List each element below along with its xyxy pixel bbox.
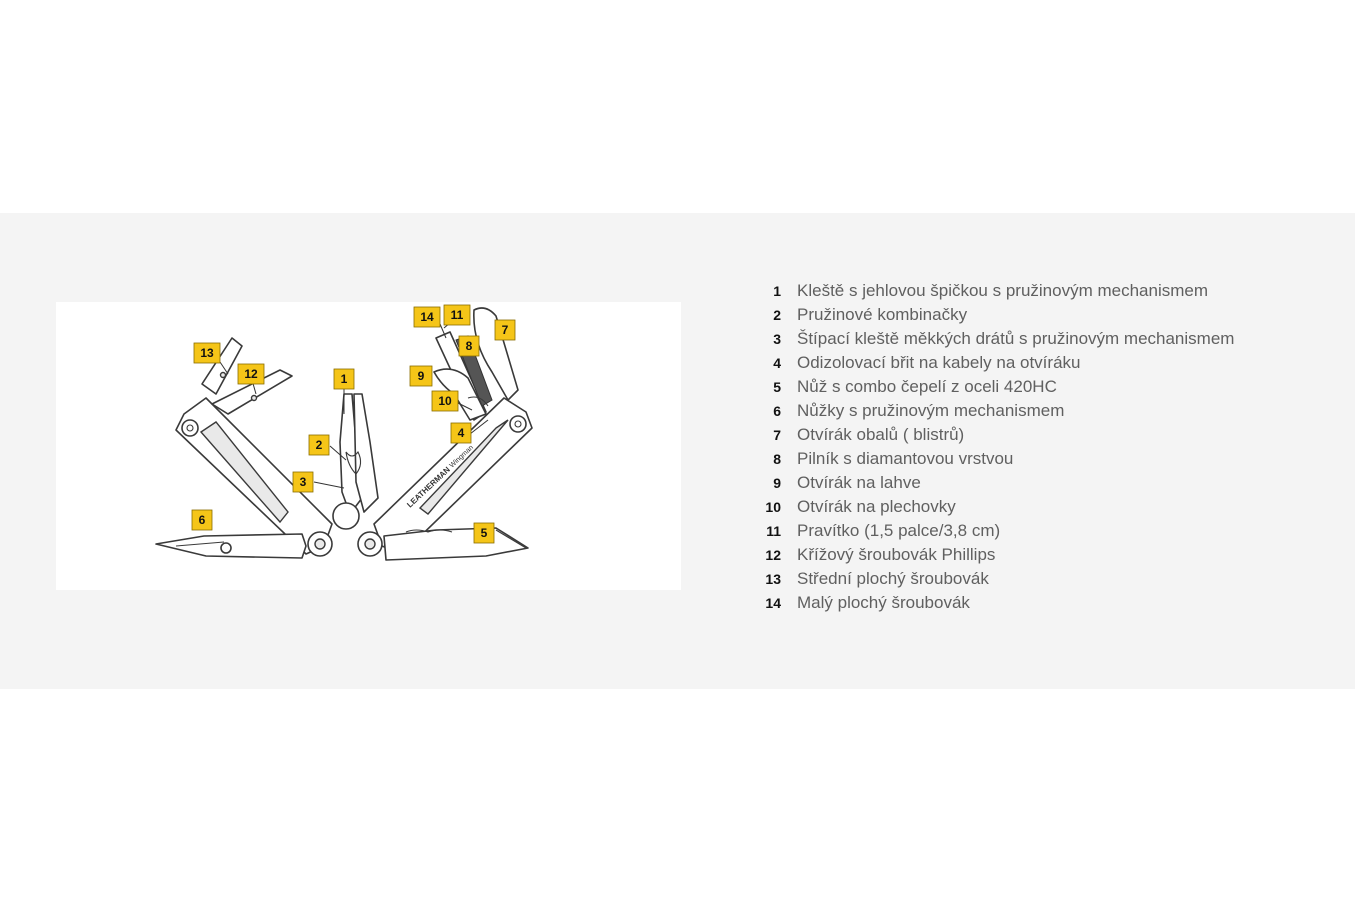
legend-number: 10 bbox=[765, 499, 781, 515]
svg-text:11: 11 bbox=[451, 308, 464, 322]
legend-number: 7 bbox=[773, 427, 781, 443]
callout-10: 10 bbox=[431, 390, 459, 412]
svg-text:1: 1 bbox=[341, 372, 348, 386]
right-handle: LEATHERMAN Wingman bbox=[373, 397, 533, 555]
legend-item: 12 Křížový šroubovák Phillips bbox=[760, 543, 1234, 567]
legend-label: Pilník s diamantovou vrstvou bbox=[797, 449, 1014, 468]
callout-8: 8 bbox=[458, 335, 480, 357]
legend-label: Otvírák obalů ( blistrů) bbox=[797, 425, 965, 444]
legend-item: 7 Otvírák obalů ( blistrů) bbox=[760, 423, 1234, 447]
legend-label: Otvírák na plechovky bbox=[797, 497, 956, 516]
legend-item: 13 Střední plochý šroubovák bbox=[760, 567, 1234, 591]
svg-text:7: 7 bbox=[502, 323, 509, 337]
legend-label: Otvírák na lahve bbox=[797, 473, 921, 492]
legend-item: 4 Odizolovací břit na kabely na otvíráku bbox=[760, 351, 1234, 375]
svg-text:14: 14 bbox=[420, 310, 434, 324]
svg-text:3: 3 bbox=[300, 475, 307, 489]
legend-item: 1 Kleště s jehlovou špičkou s pružinovým … bbox=[760, 279, 1234, 303]
svg-text:9: 9 bbox=[418, 369, 425, 383]
callout-5: 5 bbox=[473, 522, 495, 544]
callout-7: 7 bbox=[494, 319, 516, 341]
legend-item: 5 Nůž s combo čepelí z oceli 420HC bbox=[760, 375, 1234, 399]
legend-number: 5 bbox=[773, 379, 781, 395]
scissors bbox=[155, 533, 307, 559]
legend-number: 12 bbox=[765, 547, 781, 563]
svg-text:2: 2 bbox=[316, 438, 323, 452]
parts-legend: 1 Kleště s jehlovou špičkou s pružinovým … bbox=[760, 279, 1234, 615]
svg-text:8: 8 bbox=[466, 339, 473, 353]
svg-text:4: 4 bbox=[458, 426, 465, 440]
callout-12: 12 bbox=[237, 363, 265, 385]
legend-item: 14 Malý plochý šroubovák bbox=[760, 591, 1234, 615]
pivots bbox=[307, 531, 383, 557]
callout-1: 1 bbox=[333, 368, 355, 390]
legend-label: Křížový šroubovák Phillips bbox=[797, 545, 996, 564]
legend-item: 2 Pružinové kombinačky bbox=[760, 303, 1234, 327]
legend-number: 11 bbox=[766, 523, 781, 539]
svg-text:13: 13 bbox=[200, 346, 214, 360]
multitool-diagram: LEATHERMAN Wingman bbox=[56, 302, 681, 590]
callout-6: 6 bbox=[191, 509, 213, 531]
legend-number: 9 bbox=[773, 475, 781, 491]
svg-text:6: 6 bbox=[199, 513, 206, 527]
legend-label: Malý plochý šroubovák bbox=[797, 593, 970, 612]
svg-text:10: 10 bbox=[438, 394, 452, 408]
callout-4: 4 bbox=[450, 422, 472, 444]
legend-item: 11 Pravítko (1,5 palce/3,8 cm) bbox=[760, 519, 1234, 543]
callout-11: 11 bbox=[443, 304, 471, 326]
svg-text:12: 12 bbox=[244, 367, 258, 381]
legend-item: 10 Otvírák na plechovky bbox=[760, 495, 1234, 519]
legend-number: 1 bbox=[773, 283, 781, 299]
legend-number: 8 bbox=[773, 451, 781, 467]
legend-label: Pravítko (1,5 palce/3,8 cm) bbox=[797, 521, 1001, 540]
legend-item: 6 Nůžky s pružinovým mechanismem bbox=[760, 399, 1234, 423]
svg-text:5: 5 bbox=[481, 526, 488, 540]
pliers bbox=[332, 393, 379, 530]
multitool-illustration: LEATHERMAN Wingman bbox=[155, 304, 533, 561]
legend-number: 4 bbox=[773, 355, 781, 371]
legend-number: 2 bbox=[773, 307, 781, 323]
legend-number: 6 bbox=[773, 403, 781, 419]
legend-label: Pružinové kombinačky bbox=[797, 305, 968, 324]
legend-number: 13 bbox=[765, 571, 781, 587]
legend-item: 9 Otvírák na lahve bbox=[760, 471, 1234, 495]
legend-label: Štípací kleště měkkých drátů s pružinový… bbox=[797, 329, 1235, 348]
legend-label: Odizolovací břit na kabely na otvíráku bbox=[797, 353, 1081, 372]
callout-3: 3 bbox=[292, 471, 314, 493]
callout-14: 14 bbox=[413, 306, 441, 328]
legend-item: 3 Štípací kleště měkkých drátů s pružinov… bbox=[760, 327, 1234, 351]
legend-label: Nůž s combo čepelí z oceli 420HC bbox=[797, 377, 1057, 396]
leader-lines bbox=[219, 323, 489, 489]
callout-2: 2 bbox=[308, 434, 330, 456]
callout-13: 13 bbox=[193, 342, 221, 364]
callout-9: 9 bbox=[409, 365, 433, 387]
legend-number: 14 bbox=[765, 595, 781, 611]
legend-label: Střední plochý šroubovák bbox=[797, 569, 989, 588]
legend-number: 3 bbox=[773, 331, 781, 347]
legend-label: Nůžky s pružinovým mechanismem bbox=[797, 401, 1065, 420]
legend-label: Kleště s jehlovou špičkou s pružinovým m… bbox=[797, 281, 1209, 300]
legend-item: 8 Pilník s diamantovou vrstvou bbox=[760, 447, 1234, 471]
knife-blade bbox=[383, 527, 529, 561]
